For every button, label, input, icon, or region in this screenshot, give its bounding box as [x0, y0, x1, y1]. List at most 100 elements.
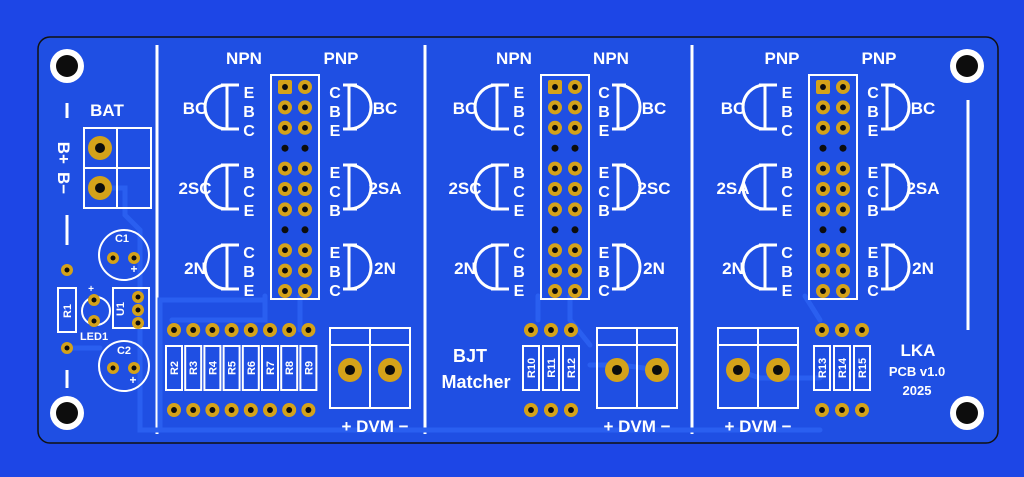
- transistor-family-left: 2SC: [448, 179, 481, 198]
- pin-label-left: B: [513, 104, 525, 121]
- pad-hole: [572, 186, 578, 192]
- pin-label-right: C: [867, 184, 879, 201]
- pin-label-left: E: [514, 85, 525, 102]
- to92-outline-left: [473, 83, 499, 131]
- to92-edge-right: [881, 163, 895, 211]
- to92-outline-left: [473, 243, 499, 291]
- pin-label-left: C: [243, 184, 255, 201]
- pad-hole: [820, 124, 826, 131]
- to92-edge-right: [343, 243, 357, 291]
- via: [571, 226, 579, 234]
- pad-hole: [528, 407, 534, 413]
- to92-outline-right: [616, 163, 642, 211]
- socket-outline: [540, 74, 590, 300]
- transistor-family-left: BC: [183, 99, 208, 118]
- pad-hole: [528, 327, 534, 333]
- pin-label-right: E: [599, 123, 610, 140]
- pad-hole: [305, 327, 312, 333]
- transistor-family-left: 2SC: [178, 179, 211, 198]
- trace: [97, 185, 823, 433]
- resistor-outline: [165, 345, 183, 391]
- resistor-outline: [833, 345, 851, 391]
- pad-hole: [282, 104, 288, 111]
- pin-label-right: E: [330, 165, 341, 182]
- resistor-label: R7: [265, 361, 277, 375]
- pad-hole: [286, 407, 293, 413]
- pin-label-right: C: [329, 283, 341, 300]
- pad-hole: [840, 267, 846, 274]
- pin-label-right: C: [867, 85, 879, 102]
- pad-hole: [209, 407, 216, 413]
- via: [819, 144, 827, 152]
- via: [551, 226, 559, 234]
- pad-hole: [839, 327, 845, 333]
- pin-label-left: E: [514, 283, 525, 300]
- trace: [802, 293, 823, 323]
- to92-outline-left: [203, 83, 229, 131]
- pad-hole: [552, 288, 558, 294]
- pin-label-right: E: [868, 245, 879, 262]
- to92-edge-left: [491, 163, 509, 211]
- pad-hole: [282, 165, 288, 172]
- pad-hole: [171, 407, 177, 413]
- pin-label-left: B: [781, 264, 793, 281]
- pad-hole: [552, 206, 558, 213]
- pad-hole: [344, 364, 356, 376]
- pin-label-right: C: [329, 184, 341, 201]
- pad-hole: [302, 267, 308, 274]
- pad-hole: [820, 247, 826, 254]
- pad-hole: [772, 364, 784, 376]
- pad-hole: [572, 165, 578, 172]
- transistor-family-left: BC: [453, 99, 478, 118]
- svg-text:+: +: [88, 284, 94, 295]
- resistor-label: R13: [817, 358, 829, 378]
- to92-outline-left: [741, 83, 767, 131]
- pad-hole: [282, 288, 288, 294]
- pad-hole: [840, 165, 846, 172]
- transistor-family-left: 2N: [184, 259, 206, 278]
- pad-hole: [282, 206, 288, 213]
- pin-label-right: E: [868, 165, 879, 182]
- pin-label-right: C: [867, 283, 879, 300]
- pad-hole: [190, 327, 197, 333]
- c2-plus: +: [129, 373, 136, 387]
- pin-label-left: E: [782, 85, 793, 102]
- to92-outline-right: [347, 163, 373, 211]
- r1-outline: [57, 287, 77, 333]
- pad-hole: [840, 247, 846, 254]
- resistor-outline: [261, 345, 279, 391]
- credit-version: PCB v1.0: [889, 364, 945, 379]
- pad-hole: [820, 104, 826, 111]
- pad-hole: [267, 327, 273, 333]
- pad-hole: [840, 84, 846, 90]
- resistor-label: R9: [303, 361, 315, 375]
- resistor-outline: [184, 345, 203, 391]
- pad-hole: [286, 327, 293, 333]
- section-left-title: PNP: [765, 49, 800, 68]
- via: [551, 144, 559, 152]
- pad-hole: [552, 165, 558, 172]
- board-title-line2: Matcher: [441, 372, 510, 392]
- resistor-label: R3: [188, 361, 200, 375]
- to92-edge-left: [221, 243, 239, 291]
- via: [301, 144, 309, 152]
- c2-outline: [98, 340, 150, 392]
- pad-hole: [209, 327, 216, 333]
- transistor-family-left: 2N: [722, 259, 744, 278]
- resistor-outline: [280, 345, 299, 391]
- to92-outline-right: [885, 163, 911, 211]
- pin-label-left: B: [243, 264, 255, 281]
- to92-edge-right: [612, 83, 626, 131]
- pad-hole: [282, 186, 288, 192]
- pin-label-right: E: [599, 245, 610, 262]
- pad-hole: [819, 407, 825, 413]
- pin-label-left: B: [513, 264, 525, 281]
- pad-hole: [282, 124, 288, 131]
- pad-hole: [267, 407, 273, 413]
- pad-hole: [572, 267, 578, 274]
- transistor-family-left: 2N: [454, 259, 476, 278]
- to92-outline-right: [347, 83, 373, 131]
- resistor-label: R4: [207, 360, 219, 375]
